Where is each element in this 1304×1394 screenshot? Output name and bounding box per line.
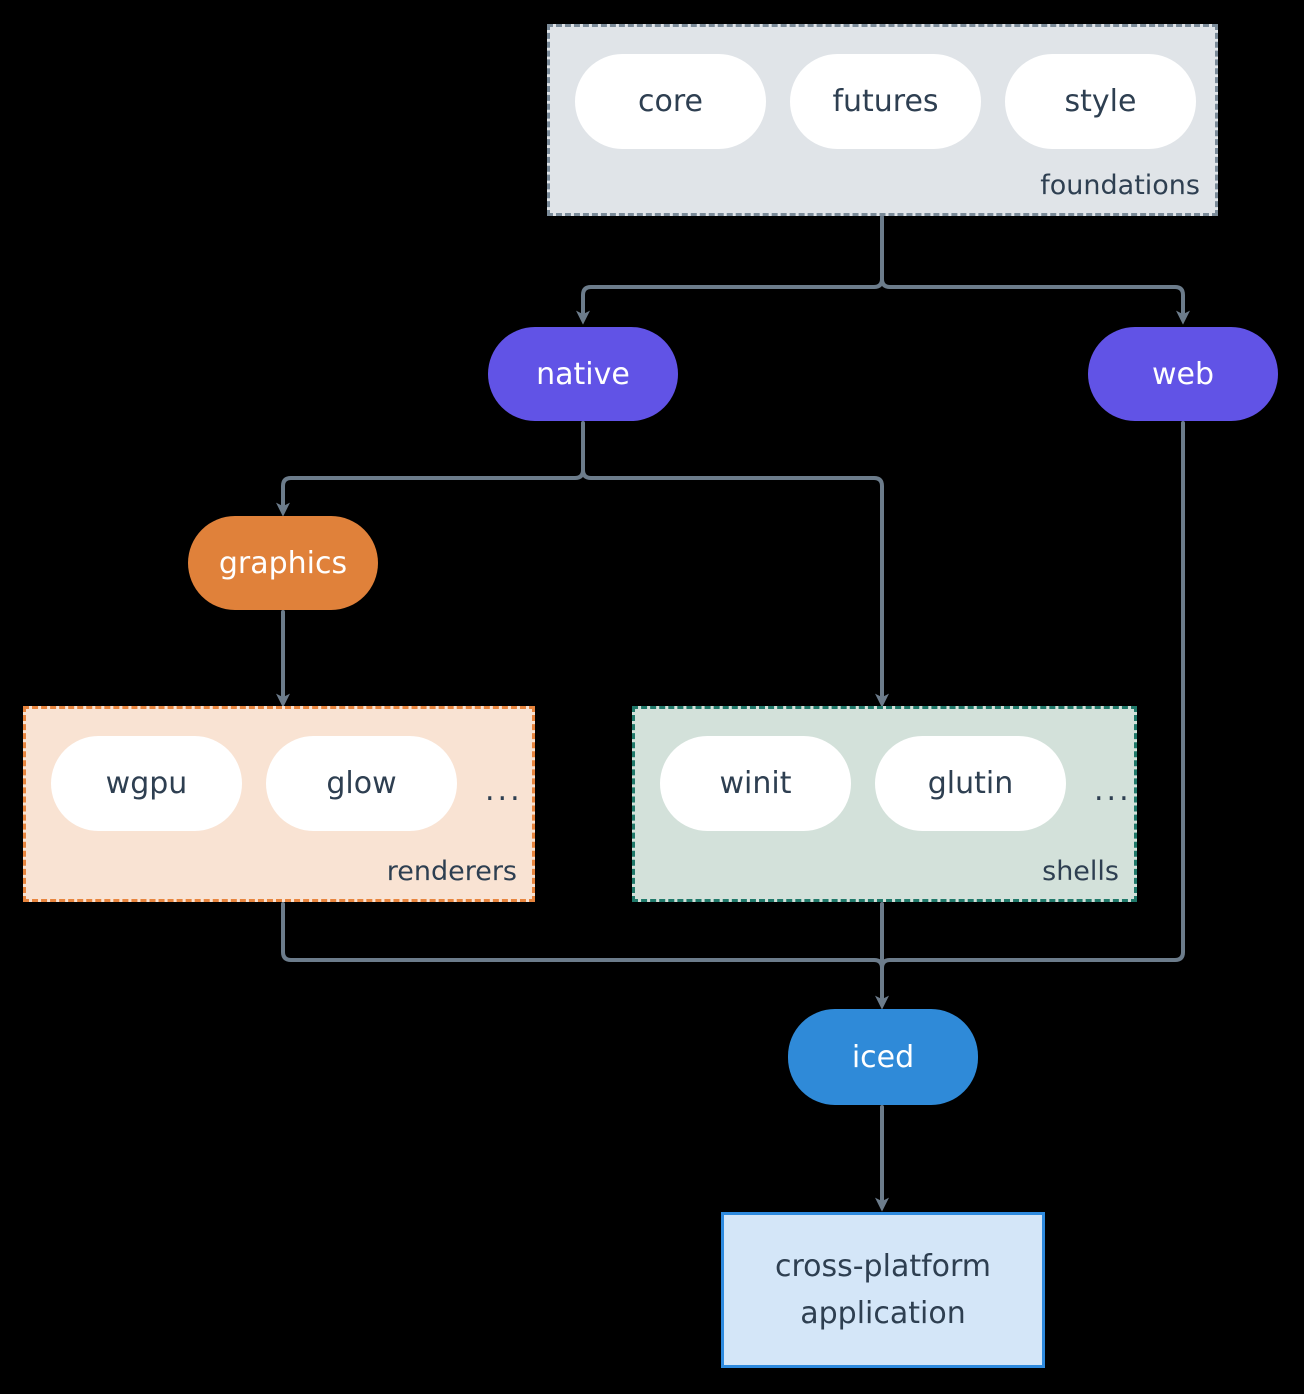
pill-glutin-label: glutin	[927, 766, 1014, 801]
node-native: native	[488, 327, 678, 421]
pill-futures-label: futures	[832, 84, 939, 119]
node-graphics: graphics	[188, 516, 378, 610]
pill-style: style	[1005, 54, 1196, 149]
renderers-pill-row: wgpu glow ...	[51, 736, 523, 831]
node-web-label: web	[1151, 356, 1215, 392]
pill-core-label: core	[638, 84, 703, 119]
pill-wgpu: wgpu	[51, 736, 242, 831]
pill-wgpu-label: wgpu	[105, 766, 188, 801]
pill-core: core	[575, 54, 766, 149]
edge-native-graphics	[276, 421, 585, 517]
shells-ellipsis: ...	[1094, 773, 1132, 808]
pill-style-label: style	[1064, 84, 1137, 119]
pill-futures: futures	[790, 54, 981, 149]
node-native-label: native	[536, 356, 630, 392]
edge-foundations-native	[576, 215, 884, 325]
renderers-ellipsis: ...	[485, 773, 523, 808]
pill-glutin: glutin	[875, 736, 1066, 831]
pill-winit-label: winit	[719, 766, 792, 801]
pill-glow-label: glow	[326, 766, 397, 801]
foundations-group-label: foundations	[1040, 170, 1200, 201]
shells-group: winit glutin ... shells	[632, 706, 1137, 902]
node-graphics-label: graphics	[218, 545, 348, 581]
pill-winit: winit	[660, 736, 851, 831]
node-web: web	[1088, 327, 1278, 421]
shells-pill-row: winit glutin ...	[660, 736, 1132, 831]
renderers-group-label: renderers	[386, 856, 517, 887]
node-cross-platform-application: cross-platform application	[721, 1212, 1045, 1368]
edge-foundations-web	[880, 277, 1190, 325]
foundations-group: core futures style foundations	[547, 24, 1218, 216]
app-label-line2: application	[800, 1296, 966, 1331]
foundations-pill-row: core futures style	[575, 54, 1196, 149]
node-iced-label: iced	[851, 1039, 915, 1075]
node-iced: iced	[788, 1009, 978, 1105]
edge-native-shells	[581, 468, 889, 708]
edge-renderers-iced	[281, 902, 884, 970]
app-label-line1: cross-platform	[774, 1249, 992, 1284]
pill-glow: glow	[266, 736, 457, 831]
renderers-group: wgpu glow ... renderers	[23, 706, 535, 902]
shells-group-label: shells	[1042, 856, 1119, 887]
